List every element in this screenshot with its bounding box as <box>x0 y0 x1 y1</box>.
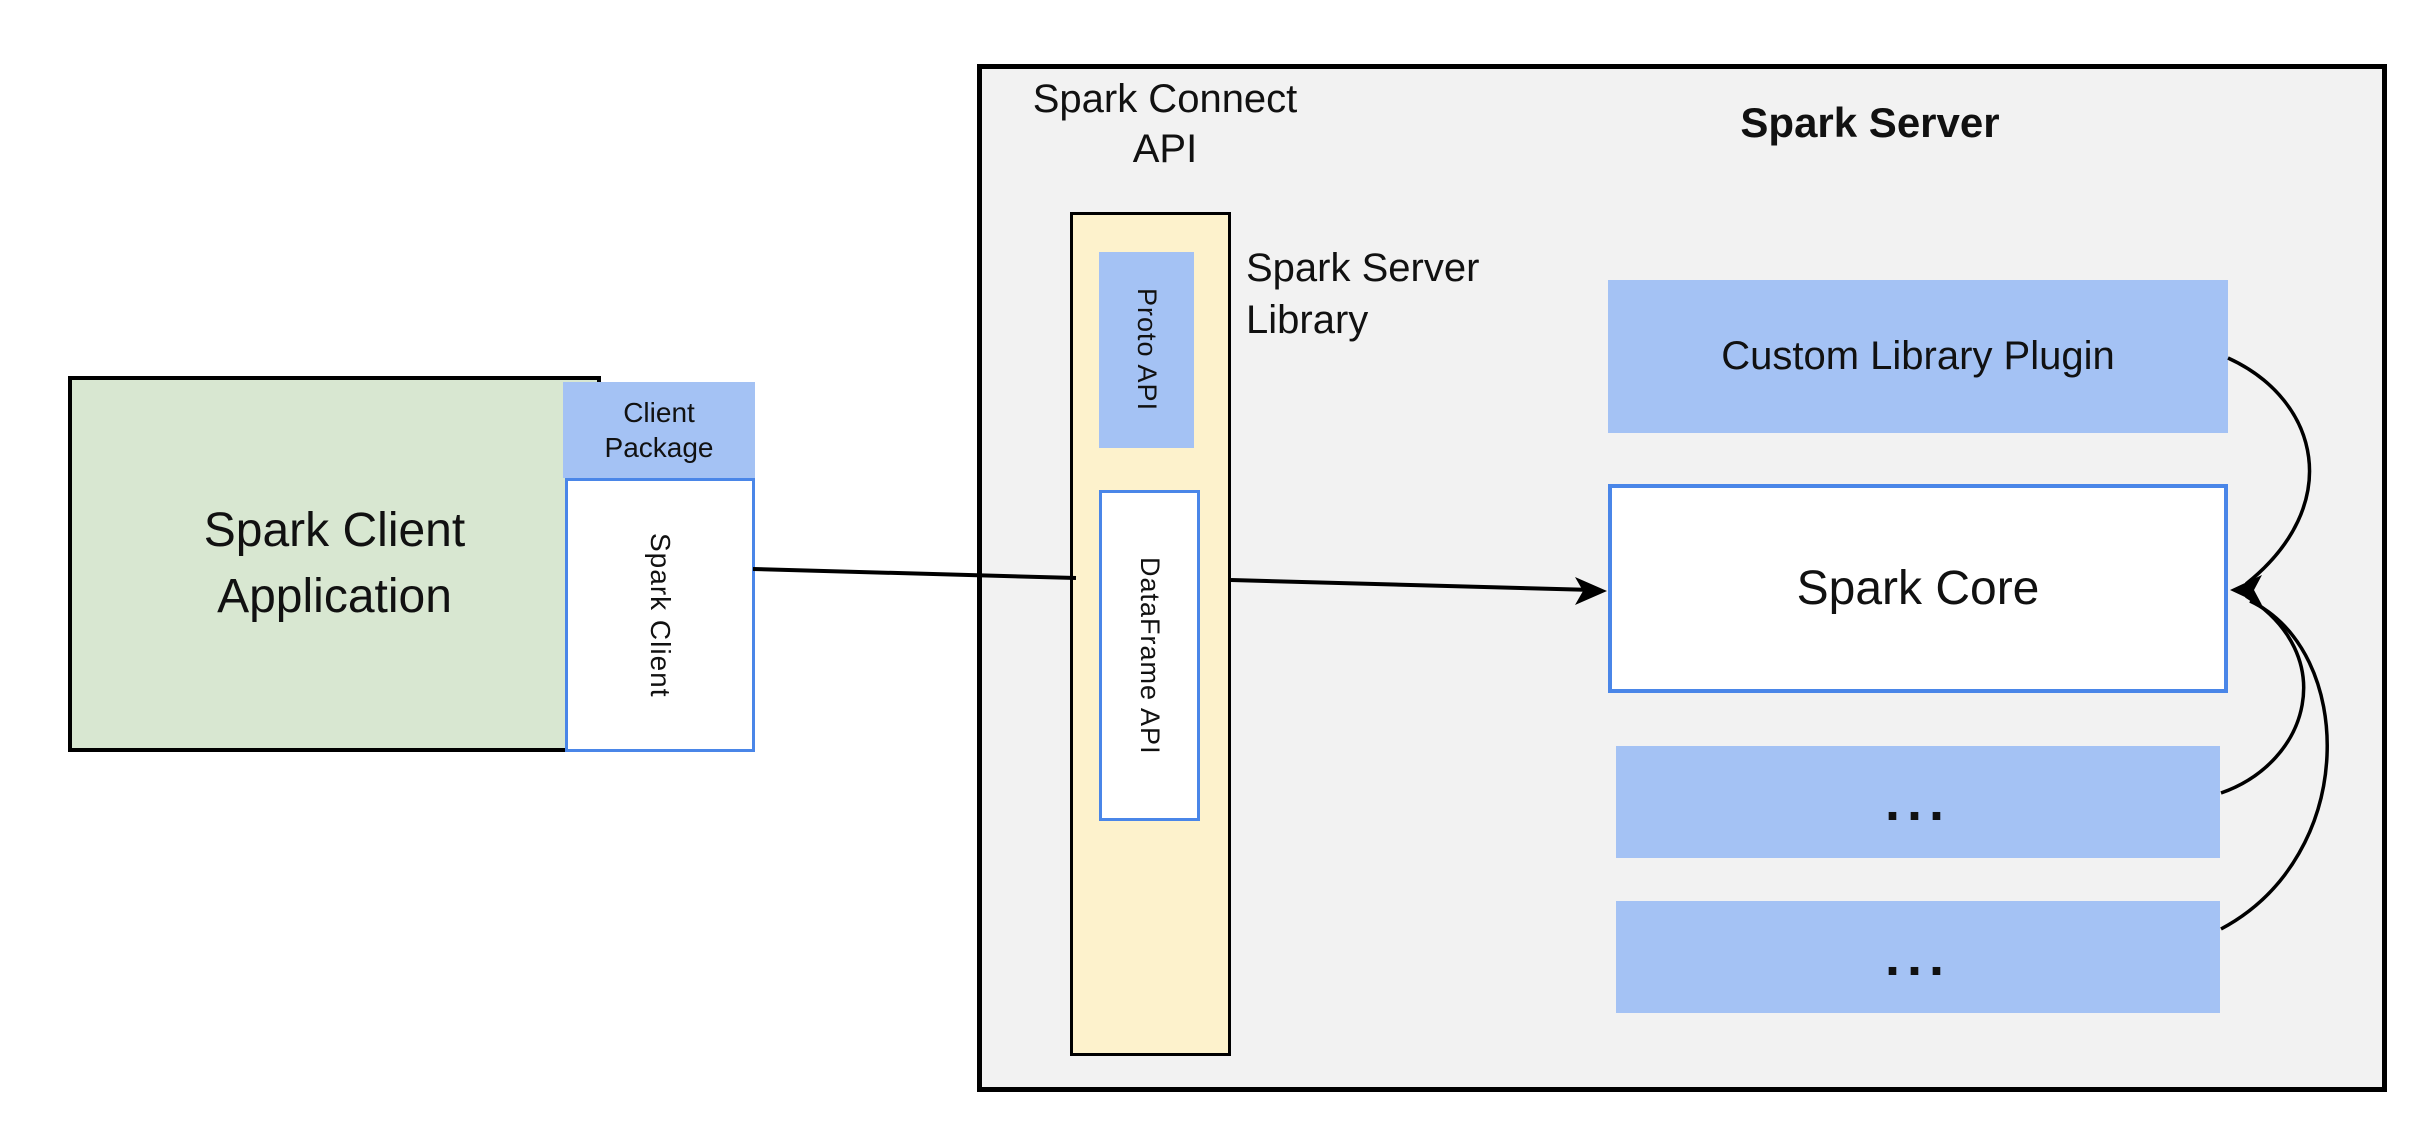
dataframe-api-box: DataFrame API <box>1099 490 1200 821</box>
spark-client-box: Spark Client <box>565 478 755 752</box>
spark-server-library-line2: Library <box>1246 298 1369 342</box>
spark-server-library-line1: Spark Server <box>1246 246 1480 290</box>
plugin-placeholder-box-2: ... <box>1616 901 2220 1013</box>
spark-connect-api-line1: Spark Connect <box>1032 77 1298 121</box>
dataframe-api-label: DataFrame API <box>1135 556 1165 755</box>
plugin-placeholder-2-label: ... <box>1884 927 1951 987</box>
plugin-placeholder-1-label: ... <box>1884 772 1951 832</box>
spark-connect-api-line2: API <box>1132 127 1198 171</box>
custom-library-plugin-label: Custom Library Plugin <box>1721 334 2115 378</box>
proto-api-box: Proto API <box>1099 252 1194 448</box>
spark-connect-api-label: Spark Connect API <box>985 74 1345 174</box>
spark-client-application-line1: Spark Client <box>203 504 466 557</box>
spark-server-library-label: Spark Server Library <box>1246 242 1586 346</box>
spark-server-title: Spark Server <box>1740 99 2000 146</box>
spark-client-box-label: Spark Client <box>645 532 676 698</box>
client-package-line1: Client <box>623 397 695 428</box>
client-package-line2: Package <box>604 432 714 463</box>
spark-core-box: Spark Core <box>1608 484 2228 693</box>
proto-api-label: Proto API <box>1132 288 1162 412</box>
plugin-placeholder-box-1: ... <box>1616 746 2220 858</box>
spark-core-label: Spark Core <box>1796 561 2040 615</box>
spark-client-application-box: Spark Client Application <box>68 376 601 752</box>
client-package-box: Client Package <box>563 382 755 478</box>
custom-library-plugin-box: Custom Library Plugin <box>1608 280 2228 433</box>
spark-client-application-line2: Application <box>217 570 452 623</box>
